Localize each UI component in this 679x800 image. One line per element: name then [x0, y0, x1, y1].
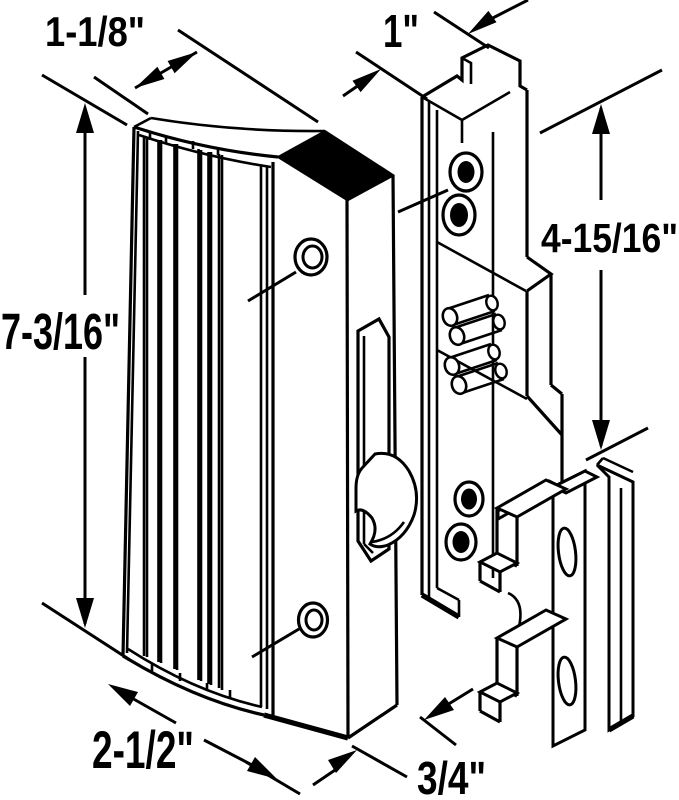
- handle-assembly: [121, 116, 419, 741]
- plate-hole-bottom-1: [453, 480, 485, 518]
- grip-bottom-curve-inner: [127, 647, 263, 709]
- dimension-label-right: 4-15/16": [541, 215, 678, 261]
- grip-left-edge-inner: [125, 130, 140, 654]
- plate-hole-top-1: [448, 151, 484, 193]
- dimension-label-bottom-center: 3/4": [417, 752, 486, 800]
- grip-bottom-steps: [150, 663, 232, 698]
- keeper-channel: [595, 463, 635, 733]
- handle-backplate-face: [273, 162, 348, 738]
- arrowhead: [108, 684, 138, 706]
- arrowhead: [328, 750, 357, 773]
- dimension-top-left: 1-1/8": [45, 8, 319, 124]
- extension-line: [41, 73, 131, 662]
- keeper-channel-inner: [596, 456, 634, 723]
- base-bottom-edge: [263, 712, 349, 741]
- keeper-upper-arm: [476, 478, 570, 594]
- plate-posts: [441, 293, 508, 396]
- side-face-top-edge: [346, 173, 394, 202]
- arrowhead: [424, 697, 454, 720]
- screw-hole-bottom: [296, 601, 330, 639]
- arrowhead: [468, 10, 497, 34]
- dimension-right: 4-15/16": [539, 68, 678, 462]
- strike-plate: [397, 43, 564, 620]
- grip-left-edge: [121, 126, 136, 657]
- screw-hole-top: [293, 237, 329, 277]
- arrowhead: [352, 69, 381, 93]
- screw-hole-bottom-leader: [251, 627, 300, 659]
- extension-line: [351, 715, 457, 779]
- dimension-line: [129, 695, 253, 767]
- grip-bottom-curve: [122, 654, 265, 717]
- arrowhead: [135, 66, 165, 88]
- screw-hole-top-leader: [247, 270, 297, 303]
- latch-hook: [354, 451, 419, 549]
- plate-hole-top-2: [441, 193, 477, 237]
- plate-top-outline: [421, 43, 528, 99]
- keeper-slot-top: [556, 526, 578, 578]
- grip-top-back-curve: [150, 116, 326, 133]
- grip-ridges: [142, 136, 269, 709]
- arrowhead: [167, 52, 197, 74]
- dimension-label-left: 7-3/16": [1, 303, 120, 360]
- plate-top-inner: [421, 56, 511, 143]
- plate-hole-bottom-2: [444, 522, 478, 562]
- side-face-right-edge: [391, 174, 399, 706]
- keeper-slot-bottom: [556, 655, 578, 707]
- dimension-label-bottom-left: 2-1/2": [92, 721, 194, 780]
- plate-right-flange: [525, 90, 564, 505]
- arrowhead: [247, 757, 277, 779]
- dimension-left: 7-3/16": [1, 73, 131, 662]
- side-face-bottom-edge: [347, 703, 398, 740]
- keeper-channel-bottom: [607, 713, 635, 733]
- plate-bottom-inner: [436, 586, 461, 617]
- dimension-label-top-left: 1-1/8": [45, 8, 145, 55]
- keeper-lower-arm: [476, 608, 570, 724]
- dimension-label-top-center: 1": [383, 5, 419, 57]
- extension-line: [355, 10, 490, 101]
- plate-leader-line: [397, 188, 449, 214]
- dimension-top-center: 1": [342, 0, 529, 101]
- latch-hook-detail: [371, 521, 406, 544]
- plate-left-inner: [427, 102, 439, 599]
- arrowhead: [592, 104, 610, 134]
- arrowhead: [76, 103, 94, 133]
- dimension-bottom-center: 3/4": [312, 687, 486, 800]
- arrowhead: [592, 420, 610, 450]
- extension-line: [539, 68, 663, 462]
- grip-top-steps: [148, 132, 220, 155]
- handle-top-band: [134, 118, 325, 157]
- grip-top-curve-inner: [138, 133, 272, 169]
- arrowhead: [76, 598, 94, 628]
- dimension-line: [312, 687, 474, 787]
- keeper-bracket: [476, 456, 635, 749]
- plate-bottom-edge: [420, 592, 461, 620]
- extension-line: [93, 28, 319, 124]
- dimension-bottom-left: 2-1/2": [92, 684, 301, 796]
- grip-top-cap: [133, 116, 152, 129]
- backplate-right-edge: [345, 199, 350, 739]
